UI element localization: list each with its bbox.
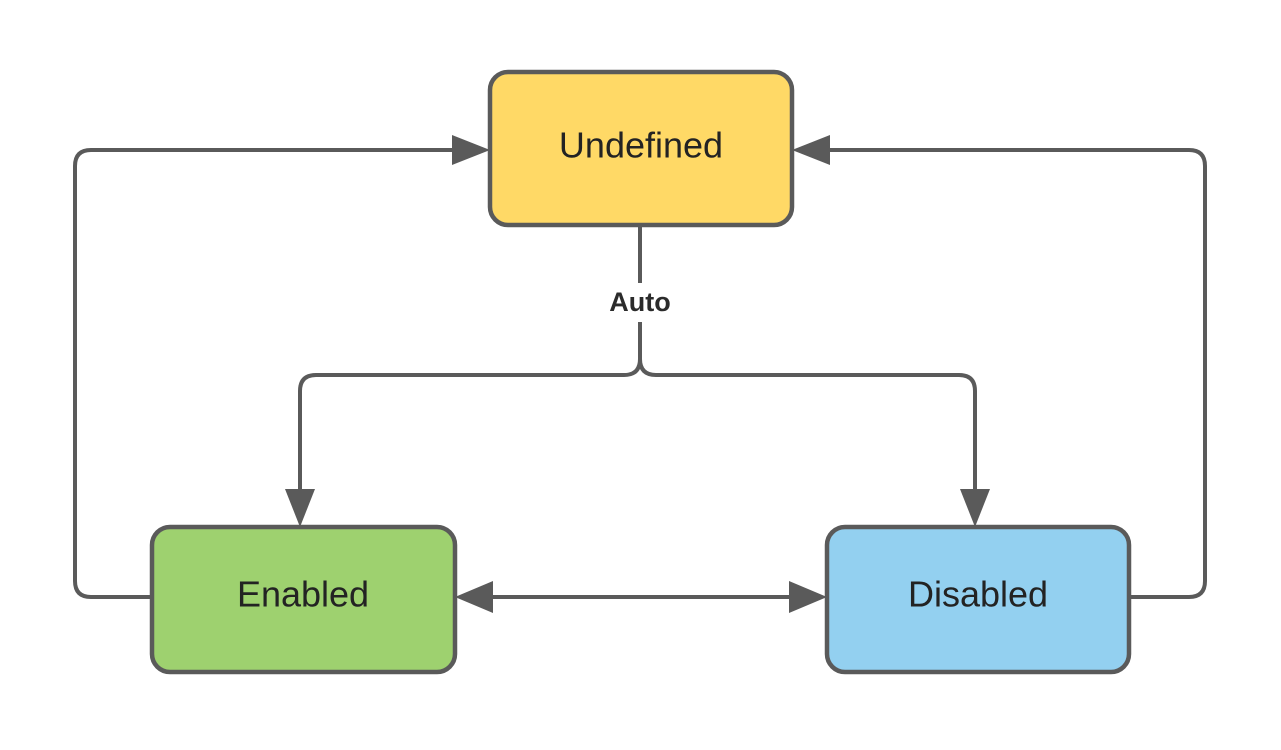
edge-disabled-to-undefined[interactable] xyxy=(792,135,1207,599)
edge-auto-to-enabled-arrowhead xyxy=(285,489,315,527)
edge-enabled-to-undefined-line xyxy=(73,148,452,599)
node-undefined[interactable]: Undefined xyxy=(487,69,795,228)
node-disabled[interactable]: Disabled xyxy=(824,524,1132,675)
edge-enabled-disabled-bidirectional[interactable] xyxy=(455,581,827,613)
node-enabled[interactable]: Enabled xyxy=(149,524,458,675)
edge-undefined-auto-branch[interactable]: Auto xyxy=(285,225,990,527)
edge-enabled-to-undefined[interactable] xyxy=(73,135,490,599)
node-enabled-shape xyxy=(149,524,458,675)
edge-enabled-to-disabled-arrowhead xyxy=(789,581,827,613)
node-disabled-label: Disabled xyxy=(908,574,1048,615)
edge-auto-to-disabled-arrowhead xyxy=(960,489,990,527)
edge-disabled-to-undefined-arrowhead xyxy=(792,135,830,165)
edge-auto-branch-right xyxy=(638,358,977,490)
edge-label-auto: Auto xyxy=(609,287,670,317)
node-undefined-shape xyxy=(487,69,795,228)
edge-disabled-to-enabled-arrowhead xyxy=(455,581,493,613)
edge-disabled-to-undefined-line xyxy=(830,148,1207,599)
node-enabled-label: Enabled xyxy=(237,574,369,615)
edge-enabled-to-undefined-arrowhead xyxy=(452,135,490,165)
node-disabled-shape xyxy=(824,524,1132,675)
edge-label-auto-background xyxy=(592,284,688,322)
node-undefined-label: Undefined xyxy=(559,125,723,166)
edge-auto-branch-left xyxy=(298,358,642,490)
